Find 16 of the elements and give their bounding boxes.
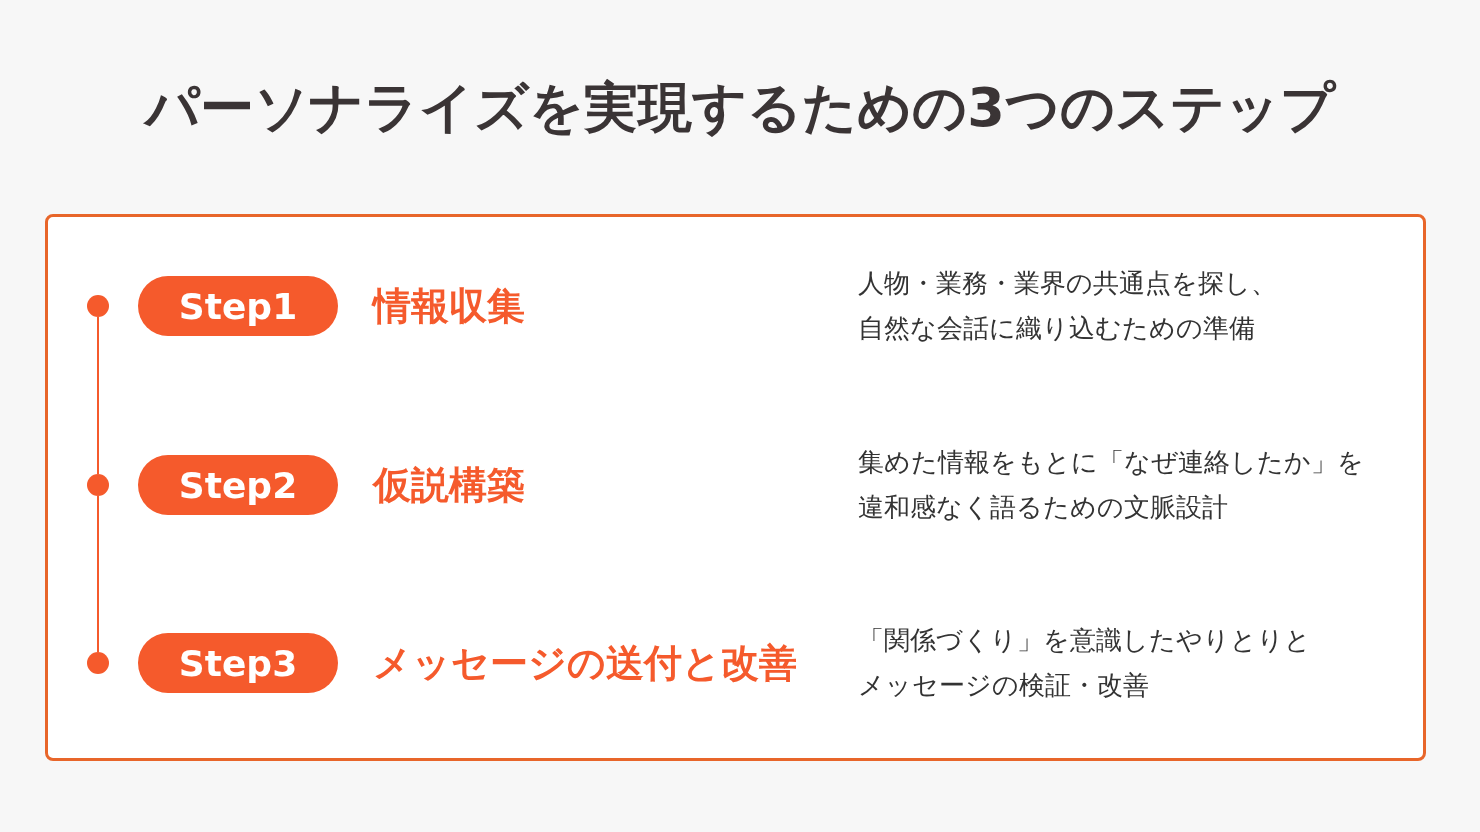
timeline-dot [87, 295, 109, 317]
step-heading: 情報収集 [373, 283, 525, 330]
step-description: 集めた情報をもとに「なぜ連絡したか」を違和感なく語るための文脈設計 [858, 446, 1365, 524]
panel-box [45, 214, 1426, 761]
step-badge: Step2 [138, 455, 338, 515]
title: パーソナライズを実現するための3つのステップ [142, 75, 1338, 141]
timeline-dot [87, 474, 109, 496]
step-badge: Step1 [138, 276, 338, 336]
step-badge: Step3 [138, 633, 338, 693]
step-description: 「関係づくり」を意識したやりとりとメッセージの検証・改善 [858, 624, 1312, 702]
timeline-dot [87, 652, 109, 674]
timeline-line [97, 316, 99, 475]
timeline-line [97, 495, 99, 653]
step-heading: メッセージの送付と改善 [373, 640, 797, 687]
step-heading: 仮説構築 [373, 462, 525, 509]
step-description: 人物・業務・業界の共通点を探し、自然な会話に織り込むための準備 [858, 267, 1278, 345]
